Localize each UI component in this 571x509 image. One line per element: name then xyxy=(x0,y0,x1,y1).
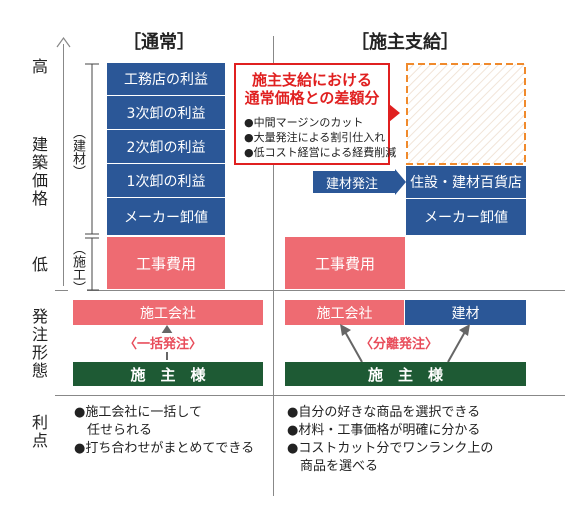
left-stack-1: 3次卸の利益 xyxy=(107,96,225,129)
right-order-mode: 〈分離発注〉 xyxy=(358,333,441,352)
axis-high: 高 xyxy=(29,58,48,76)
supply-arrow-label: 建材発注 xyxy=(326,177,379,192)
left-order-client: 施 主 様 xyxy=(73,362,263,386)
left-merit-0: ●施工会社に一括して xyxy=(74,405,202,420)
callout-bullet-2: ●低コスト経営による経費削減 xyxy=(244,146,397,159)
callout-title-1: 施主支給における xyxy=(251,71,372,89)
left-order-company: 施工会社 xyxy=(73,300,263,325)
construction-tag: （施工） xyxy=(68,242,87,294)
price-axis xyxy=(63,44,64,286)
right-merit-3: 商品を選べる xyxy=(287,459,379,474)
left-stack-3: 1次卸の利益 xyxy=(107,164,225,197)
left-stack-0: 工務店の利益 xyxy=(107,63,225,95)
right-order-company: 施工会社 xyxy=(285,300,404,325)
callout-title-2: 通常価格との差額分 xyxy=(244,89,380,107)
right-construction: 工事費用 xyxy=(285,237,405,289)
row-divider-2 xyxy=(55,395,565,396)
right-merit-1: ●材料・工事価格が明確に分かる xyxy=(287,423,481,438)
row-divider-1 xyxy=(55,290,565,291)
right-maker: メーカー卸値 xyxy=(406,199,526,235)
supply-arrow xyxy=(313,169,406,195)
row-merit: 利点 xyxy=(29,414,48,450)
right-order-arrows-icon xyxy=(340,324,470,363)
axis-build-price: 建築価格 xyxy=(29,136,48,208)
left-merit-1: 任せられる xyxy=(74,423,153,438)
callout-pointer-icon xyxy=(389,104,400,122)
center-divider xyxy=(273,36,274,496)
right-merit-0: ●自分の好きな商品を選択できる xyxy=(287,405,481,420)
right-order-client: 施 主 様 xyxy=(285,362,526,386)
right-order-material: 建材 xyxy=(405,300,526,325)
row-order-type: 発注形態 xyxy=(29,308,48,380)
axis-arrow-icon xyxy=(56,36,71,48)
difference-callout: 施主支給における 通常価格との差額分 ●中間マージンのカット ●大量発注による割… xyxy=(234,63,396,165)
left-stack-4: メーカー卸値 xyxy=(107,198,225,235)
right-merit-2: ●コストカット分でワンランク上の xyxy=(287,441,494,456)
left-stack-2: 2次卸の利益 xyxy=(107,130,225,163)
callout-bullet-0: ●中間マージンのカット xyxy=(244,116,364,129)
left-order-mode: 〈一括発注〉 xyxy=(122,333,205,352)
difference-area xyxy=(406,63,526,165)
callout-bullet-1: ●大量発注による割引仕入れ xyxy=(244,131,386,144)
left-construction: 工事費用 xyxy=(107,237,225,289)
right-store: 住設・建材百貨店 xyxy=(406,166,526,198)
axis-low: 低 xyxy=(29,256,48,274)
material-bracket xyxy=(85,63,99,291)
header-normal: ［通常］ xyxy=(123,32,195,53)
header-supply: ［施主支給］ xyxy=(351,32,459,53)
left-merit-2: ●打ち合わせがまとめてできる xyxy=(74,441,255,456)
material-tag: （建材） xyxy=(68,126,87,178)
